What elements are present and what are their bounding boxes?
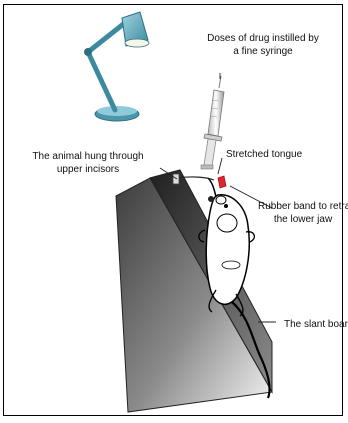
frame-border bbox=[3, 4, 343, 416]
